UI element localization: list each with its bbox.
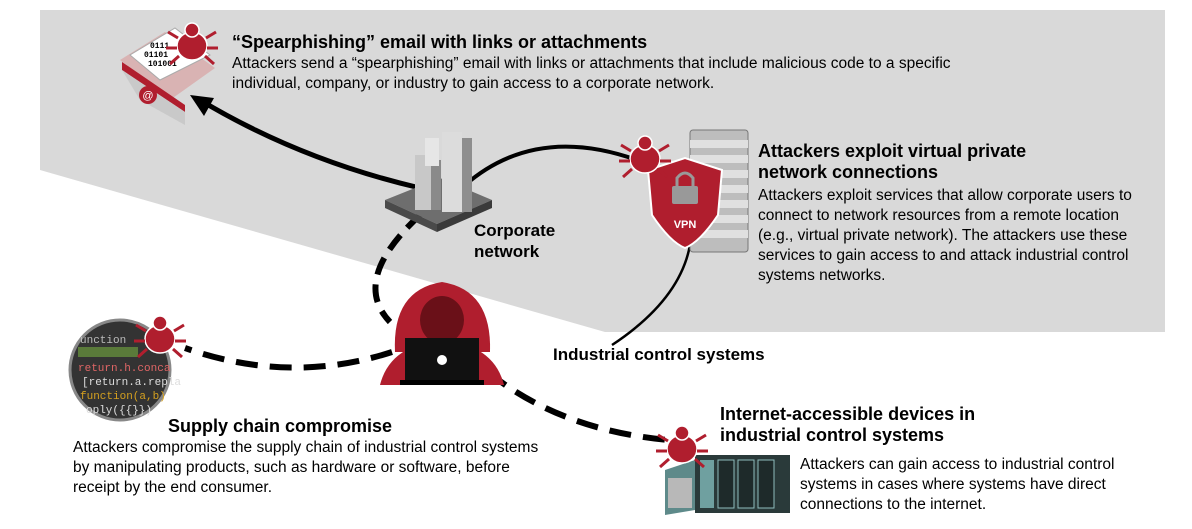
hacker-icon	[380, 282, 504, 385]
arrow-head	[190, 95, 214, 116]
svg-text:@: @	[142, 90, 153, 102]
svg-text:101001: 101001	[148, 60, 177, 69]
internet-devices-title-line1: Internet-accessible devices in	[720, 404, 976, 424]
svg-text:01101: 01101	[144, 51, 168, 60]
vpn-badge: VPN	[674, 219, 697, 231]
vpn-server-icon: VPN	[646, 129, 749, 253]
supply-chain-title: Supply chain compromise	[168, 416, 393, 436]
svg-text:oply({{}}): oply({{}})	[86, 405, 152, 417]
bug-icon	[656, 425, 708, 469]
corporate-network-label-line2: network	[474, 242, 540, 261]
bug-icon	[134, 315, 186, 359]
svg-text:function(a,b): function(a,b)	[80, 391, 166, 403]
svg-text:[return.a.repla: [return.a.repla	[82, 377, 181, 389]
dashed-hacker-to-devices	[486, 369, 669, 443]
dashed-hacker-to-supply	[184, 345, 393, 371]
svg-text:unction: unction	[80, 335, 126, 347]
arrow-to-email	[198, 97, 421, 191]
vpn-title-line1: Attackers exploit virtual private	[758, 141, 1027, 161]
supply-chain-description: Attackers compromise the supply chain of…	[73, 439, 539, 496]
spearphishing-title: “Spearphishing” email with links or atta…	[232, 32, 648, 52]
ics-devices-icon	[665, 455, 790, 515]
link-network-to-vpn	[463, 144, 651, 187]
corporate-buildings-icon	[385, 132, 492, 232]
bug-icon	[619, 135, 671, 179]
link-vpn-to-ics	[611, 244, 692, 347]
corporate-zone-background	[40, 10, 1165, 332]
internet-devices-title-line2: industrial control systems	[720, 425, 945, 445]
vpn-description: Attackers exploit services that allow co…	[758, 187, 1132, 284]
dashed-network-to-hacker	[372, 212, 423, 325]
spearphishing-description: Attackers send a “spearphishing” email w…	[232, 55, 951, 92]
bug-icon	[166, 22, 218, 66]
envelope-bits: 0111	[150, 42, 169, 51]
industrial-control-systems-label: Industrial control systems	[553, 345, 765, 364]
corporate-network-label-line1: Corporate	[474, 221, 556, 240]
internet-devices-description: Attackers can gain access to industrial …	[800, 456, 1115, 513]
code-circle-icon: unction return.h.conca [return.a.repla f…	[68, 318, 181, 422]
svg-text:return.h.conca: return.h.conca	[78, 363, 171, 375]
vpn-title-line2: network connections	[758, 162, 939, 182]
